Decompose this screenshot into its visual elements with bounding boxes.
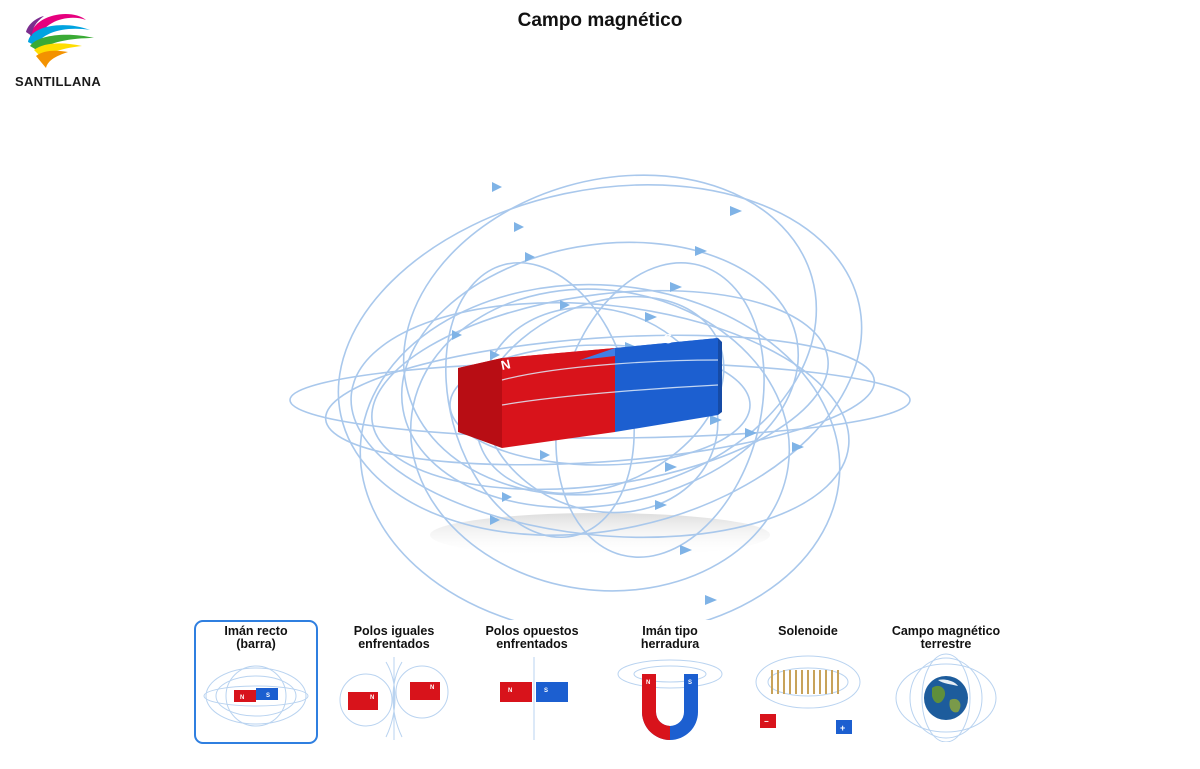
earth-field-thumb-icon [888, 652, 1004, 742]
thumb-label: Solenoide [748, 625, 868, 638]
logo-text: SANTILLANA [8, 74, 108, 89]
magnet-field-scene[interactable]: N S [240, 160, 960, 630]
svg-text:N: N [430, 685, 434, 691]
opposite-poles-thumb-icon: N S [474, 652, 590, 742]
thumb-solenoide[interactable]: Solenoide − + [746, 620, 870, 744]
svg-text:N: N [370, 695, 374, 701]
minus-mark: − [764, 717, 769, 726]
svg-text:S: S [544, 688, 548, 694]
bar-magnet-thumb-icon: N S [198, 652, 314, 742]
thumb-label: Imán recto(barra) [196, 625, 316, 651]
thumb-south-mark: S [266, 693, 270, 699]
north-front-face [502, 348, 615, 448]
plus-mark: + [840, 723, 845, 733]
svg-text:N: N [508, 688, 512, 694]
south-pole-label: S [663, 330, 675, 347]
svg-text:S: S [688, 680, 692, 686]
like-poles-thumb-icon: N N [336, 652, 452, 742]
svg-text:N: N [646, 680, 650, 686]
page-title: Campo magnético [0, 10, 1200, 32]
horseshoe-magnet-thumb-icon: N S [612, 652, 728, 742]
south-front-face [615, 338, 718, 432]
solenoid-thumb-icon: − + [750, 652, 866, 742]
thumb-iman-recto[interactable]: Imán recto(barra) N S [194, 620, 318, 744]
bar-magnet-illustration: N S [240, 160, 960, 630]
thumb-north-mark: N [240, 695, 244, 701]
